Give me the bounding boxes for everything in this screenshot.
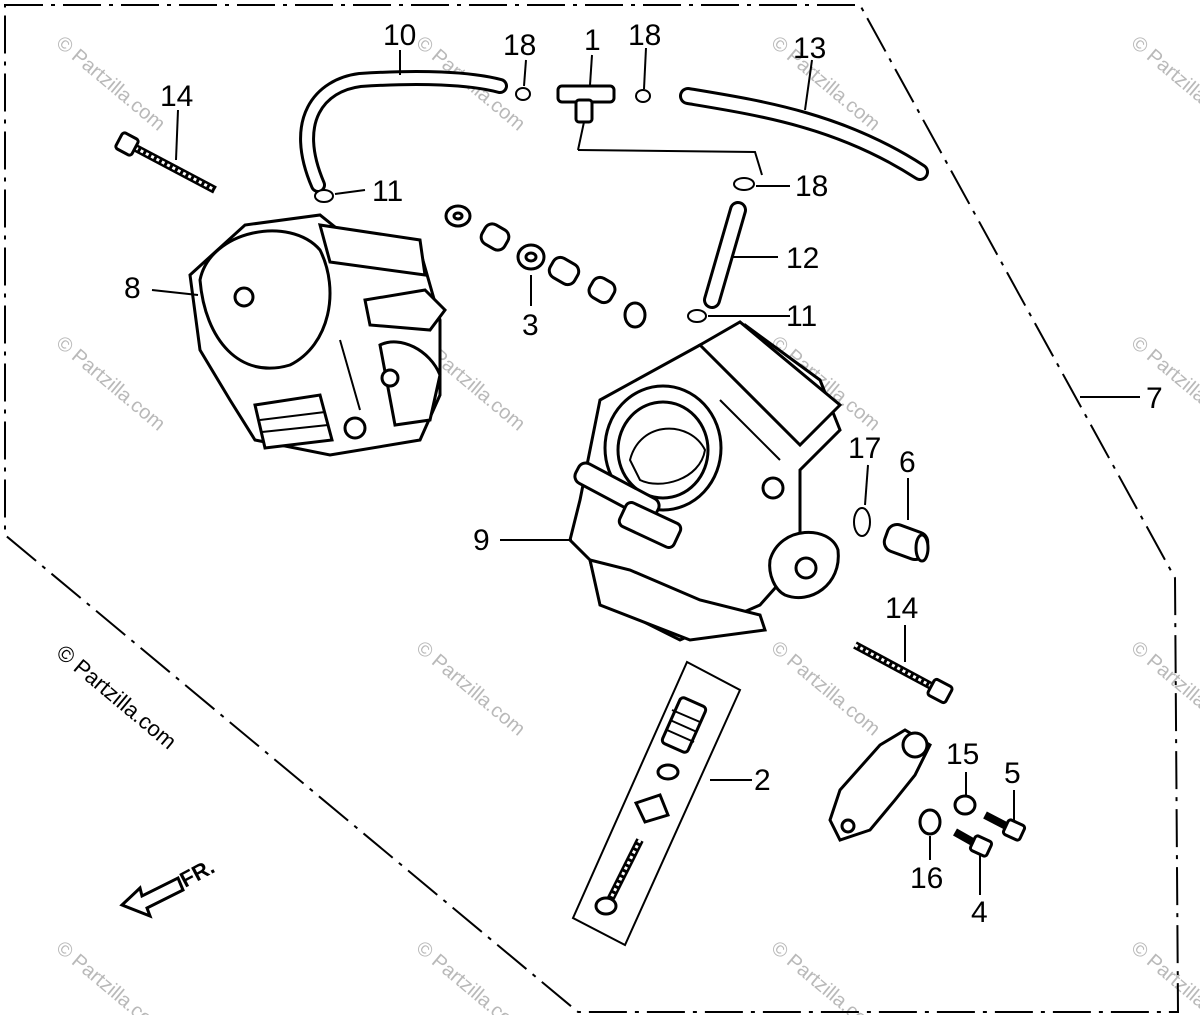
callout-2: 2 bbox=[754, 764, 771, 797]
callout-11: 11 bbox=[372, 175, 403, 208]
part-2-screw-set bbox=[571, 660, 742, 947]
callout-1: 1 bbox=[584, 24, 601, 57]
callout-10: 10 bbox=[383, 19, 416, 52]
callout-8: 8 bbox=[124, 272, 141, 305]
part-11-clip bbox=[314, 189, 334, 203]
part-18-clip bbox=[635, 89, 651, 103]
part-16-washer bbox=[918, 808, 942, 836]
part-12-tube bbox=[703, 201, 747, 309]
callout-labels: 10 18 1 18 13 14 11 18 12 8 3 11 7 17 6 … bbox=[124, 19, 1163, 929]
front-direction-arrow: FR. bbox=[119, 854, 219, 919]
callout-15: 15 bbox=[946, 738, 979, 771]
watermark: © Partzilla.com bbox=[52, 937, 169, 1015]
part-10-hose bbox=[299, 70, 508, 193]
callout-18: 18 bbox=[503, 29, 536, 62]
callout-12: 12 bbox=[786, 242, 819, 275]
part-13-hose bbox=[679, 87, 929, 181]
callout-7: 7 bbox=[1146, 382, 1163, 415]
callout-14: 14 bbox=[160, 80, 193, 113]
part-15-washer bbox=[953, 794, 977, 816]
assembly-boundary bbox=[4, 4, 1180, 1013]
clips bbox=[314, 87, 871, 537]
callout-9: 9 bbox=[473, 524, 490, 557]
watermark: © Partzilla.com bbox=[52, 332, 169, 435]
part-5-screw bbox=[983, 811, 1027, 842]
callout-14: 14 bbox=[885, 592, 918, 625]
callout-17: 17 bbox=[848, 432, 881, 465]
part-18-clip bbox=[733, 177, 755, 191]
callout-18: 18 bbox=[628, 19, 661, 52]
watermark: © Partzilla.com bbox=[412, 637, 529, 740]
watermark-dark: © Partzilla.com bbox=[52, 640, 182, 754]
watermark: © Partzilla.com bbox=[1127, 32, 1200, 135]
part-18-clip bbox=[515, 87, 531, 101]
throttle-bracket bbox=[828, 728, 932, 842]
part-11-clip bbox=[687, 309, 707, 323]
callout-16: 16 bbox=[910, 862, 943, 895]
part-4-screw bbox=[953, 828, 994, 858]
part-6-collar bbox=[882, 522, 930, 563]
part-9-carburetor-right bbox=[568, 320, 843, 642]
watermark: © Partzilla.com bbox=[1127, 937, 1200, 1015]
part-17-clip bbox=[853, 507, 871, 537]
callout-18: 18 bbox=[795, 170, 828, 203]
part-14-screw-upper bbox=[114, 131, 217, 194]
callout-3: 3 bbox=[522, 309, 539, 342]
part-3-fitting-set bbox=[444, 204, 647, 329]
callout-11: 11 bbox=[786, 300, 817, 333]
part-8-carburetor-left bbox=[188, 213, 447, 457]
watermark: © Partzilla.com bbox=[767, 937, 884, 1015]
watermark: © Partzilla.com bbox=[52, 32, 169, 135]
callout-13: 13 bbox=[793, 32, 826, 65]
part-1-t-joint bbox=[556, 84, 763, 176]
watermark: © Partzilla.com bbox=[412, 937, 529, 1015]
callout-4: 4 bbox=[971, 896, 988, 929]
part-14-screw-lower bbox=[853, 641, 954, 705]
watermark: © Partzilla.com bbox=[1127, 332, 1200, 435]
watermark: © Partzilla.com bbox=[1127, 637, 1200, 740]
callout-5: 5 bbox=[1004, 757, 1021, 790]
callout-6: 6 bbox=[899, 446, 916, 479]
leader-lines bbox=[151, 47, 1140, 895]
